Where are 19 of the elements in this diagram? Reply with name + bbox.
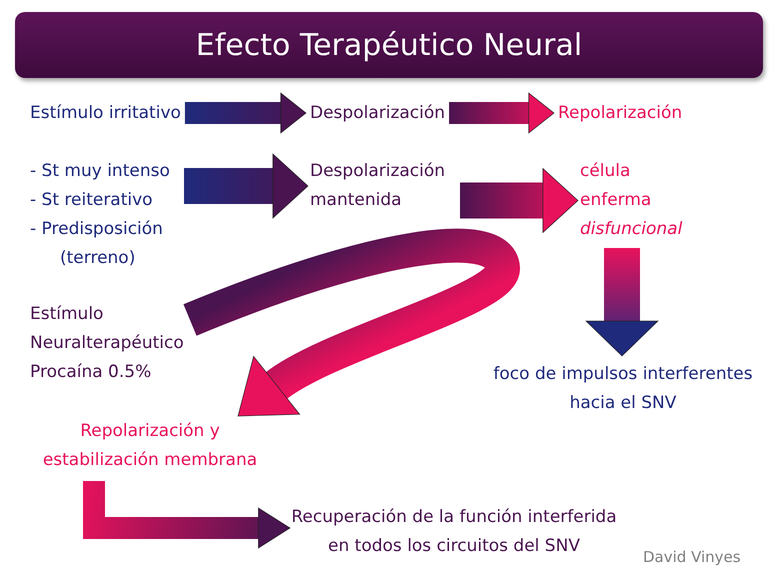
node-text: - St muy intenso bbox=[30, 160, 171, 183]
block-arrow bbox=[449, 92, 554, 134]
block-arrow bbox=[460, 168, 578, 233]
node-text: - St reiterativo bbox=[30, 189, 154, 212]
block-arrow bbox=[184, 92, 306, 134]
node-text: Repolarización y estabilización membrana bbox=[42, 420, 258, 472]
block-arrow bbox=[184, 154, 308, 218]
node-text: Estímulo irritativo bbox=[30, 102, 181, 125]
node-text: Recuperación de la función interferida en todos los circuitos del SNV bbox=[290, 506, 618, 558]
author-credit: David Vinyes bbox=[643, 548, 741, 566]
title-banner: Efecto Terapéutico Neural bbox=[15, 12, 763, 78]
node-text: foco de impulsos interferentes hacia el SNV bbox=[492, 363, 754, 415]
node-text: Repolarización bbox=[558, 102, 682, 125]
node-text: Estímulo Neuralterapéutico Procaína 0.5% bbox=[30, 303, 185, 384]
block-arrow bbox=[586, 248, 658, 356]
node-text: Despolarización mantenida bbox=[310, 160, 446, 212]
node-text: - Predisposición (terreno) bbox=[30, 218, 164, 270]
node-text: célula enferma disfuncional bbox=[580, 160, 684, 241]
node-text: Despolarización bbox=[310, 102, 446, 125]
